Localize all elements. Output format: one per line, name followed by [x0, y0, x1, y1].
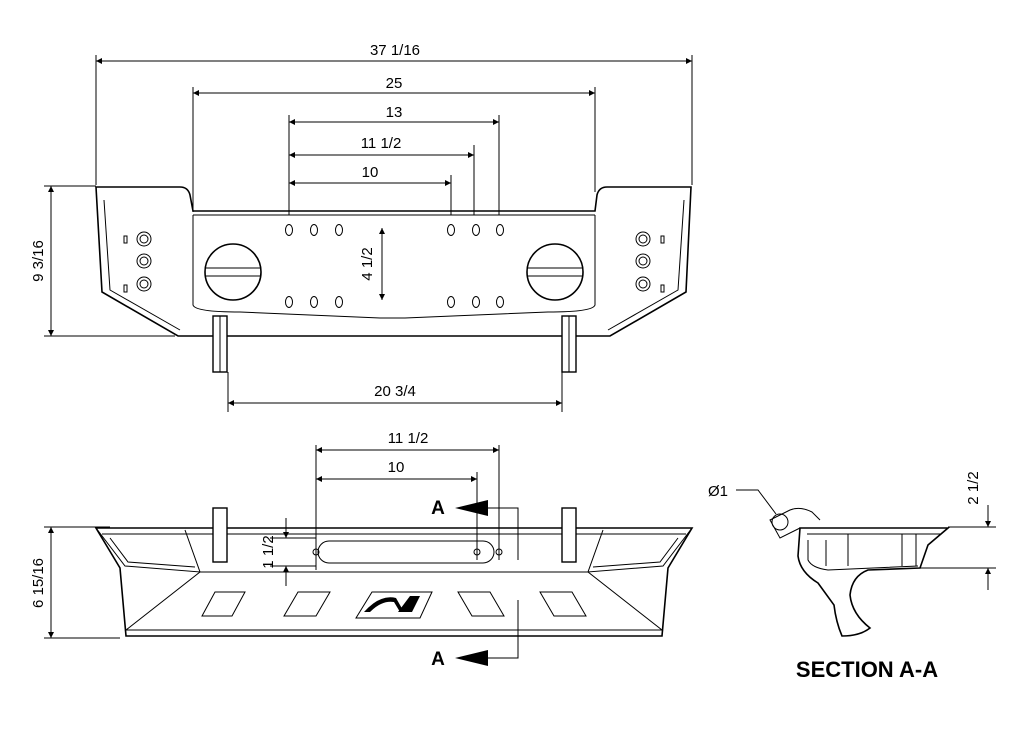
- section-view: Ø1 2 1/2 SECTION A-A: [708, 471, 996, 682]
- front-view-outline: [94, 527, 694, 637]
- top-dimension-lines: [48, 58, 692, 406]
- section-marker-top: A: [431, 498, 445, 519]
- top-extension-lines: [44, 55, 693, 412]
- front-tab-right: [561, 507, 577, 563]
- dim-front-height: 6 15/16: [30, 558, 47, 608]
- top-view-outline: [95, 186, 692, 337]
- section-marker-bottom: A: [431, 649, 445, 670]
- top-large-holes: [204, 243, 584, 301]
- dim-overall-width: 37 1/16: [370, 42, 420, 59]
- section-cut-line: [455, 500, 519, 666]
- dim-hole-span-13: 13: [386, 104, 403, 121]
- top-view: 37 1/16 25 13 11 1/2 10 9 3/16 4 1/2 20 …: [30, 42, 693, 412]
- dim-mount-span: 20 3/4: [374, 383, 416, 400]
- dim-slot-span-11: 11 1/2: [388, 430, 429, 447]
- front-extension-lines: [44, 445, 500, 639]
- dim-hole-vertical: 4 1/2: [359, 247, 376, 280]
- dim-top-height: 9 3/16: [30, 240, 47, 282]
- dim-slot-height: 1 1/2: [260, 535, 277, 568]
- section-title: SECTION A-A: [796, 657, 938, 682]
- winch-slot: [312, 540, 503, 564]
- dim-hole-span-10: 10: [362, 164, 379, 181]
- dim-diameter: Ø1: [708, 483, 728, 500]
- dim-inner-width: 25: [386, 75, 403, 92]
- front-tab-left: [212, 507, 228, 563]
- section-dimension-lines: [920, 505, 996, 590]
- top-bolt-holes: [285, 224, 504, 308]
- logo-plate: [355, 591, 433, 619]
- top-mount-tabs: [212, 315, 577, 373]
- dim-hole-span-11: 11 1/2: [361, 135, 402, 152]
- front-view: 11 1/2 10 1 1/2 6 15/16: [30, 430, 694, 670]
- section-hole: [771, 513, 789, 531]
- section-profile: [797, 527, 951, 637]
- skid-cutouts: [201, 591, 587, 617]
- top-side-holes: [123, 231, 665, 293]
- front-dimension-lines: [48, 447, 499, 638]
- dim-section-height: 2 1/2: [965, 471, 982, 504]
- dim-slot-span-10: 10: [388, 459, 405, 476]
